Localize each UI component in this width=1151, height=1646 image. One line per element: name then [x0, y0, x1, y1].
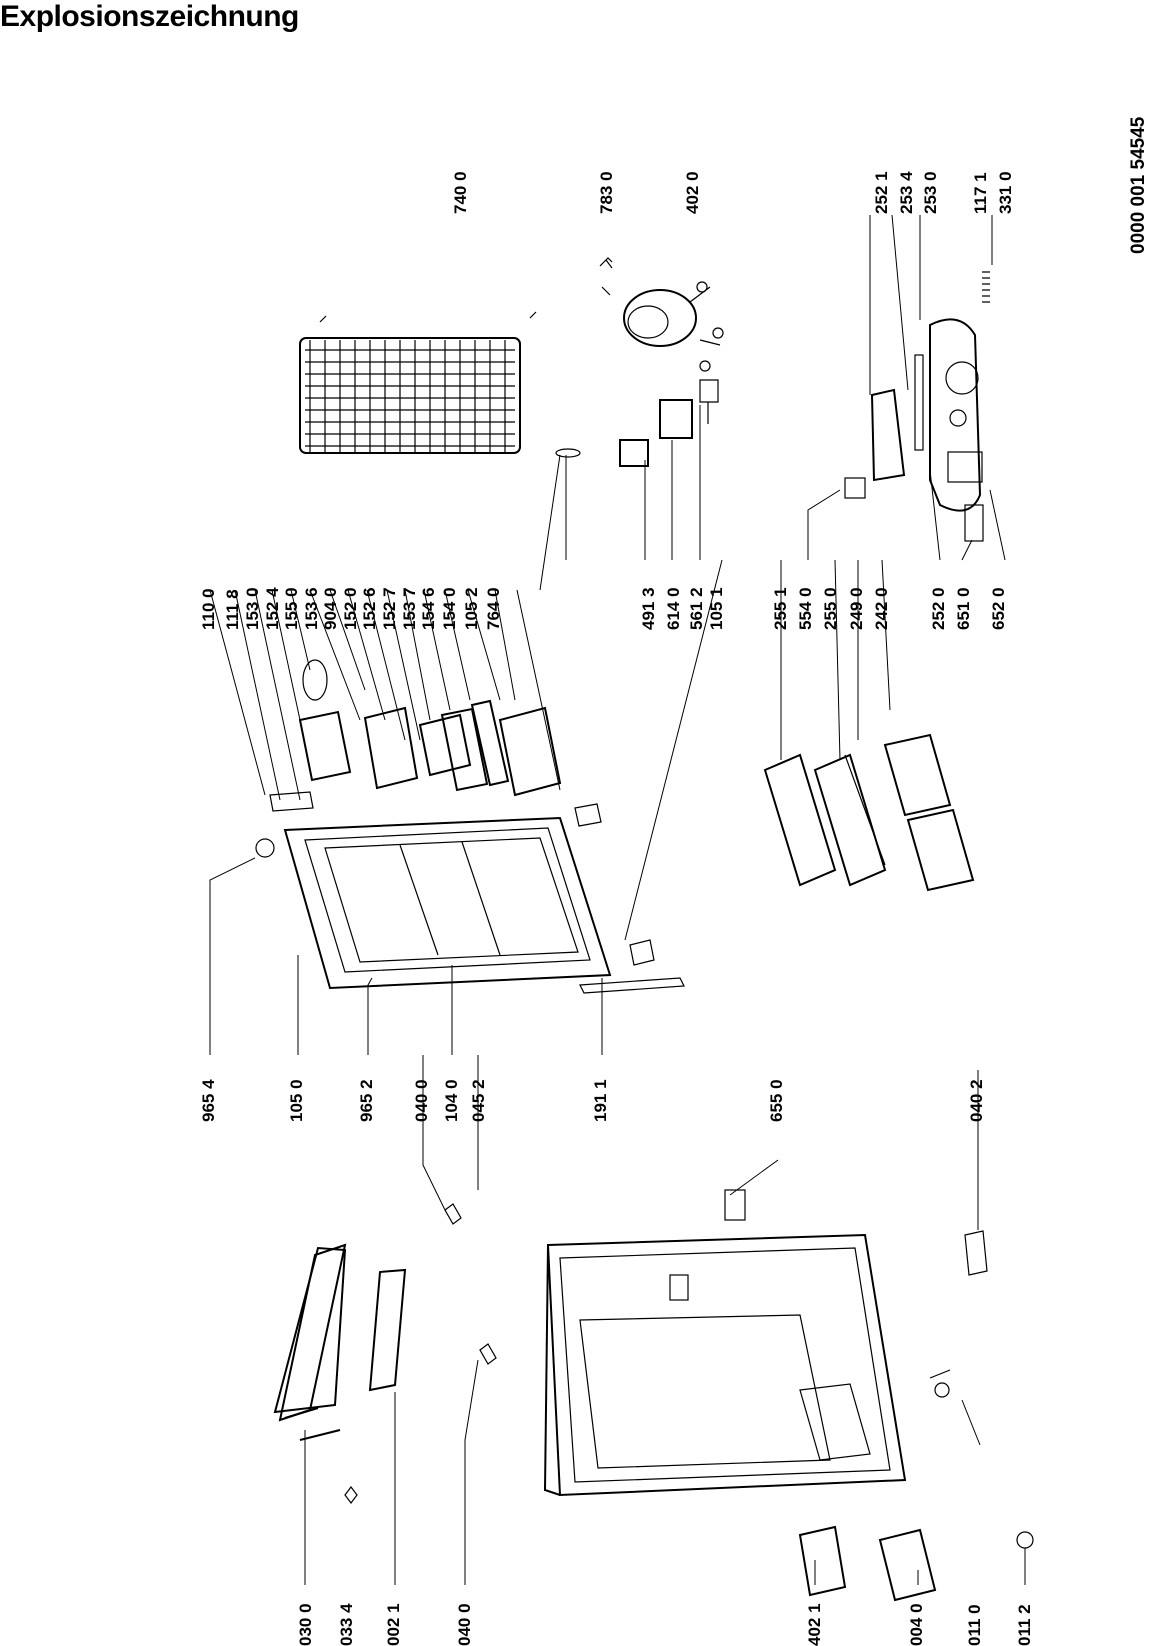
part-label-040-2: 040 2 [967, 1079, 986, 1122]
part-label-965-4: 965 4 [199, 1079, 218, 1122]
part-label-402-1: 402 1 [805, 1603, 824, 1646]
part-label-152-0: 152 0 [341, 587, 360, 630]
part-label-252-1: 252 1 [872, 171, 891, 214]
part-label-154-0: 154 0 [440, 587, 459, 630]
part-label-152-4: 152 4 [263, 587, 282, 630]
part-label-740-0: 740 0 [451, 171, 470, 214]
page-title: Explosionszeichnung [0, 0, 299, 33]
part-label-965-2: 965 2 [357, 1079, 376, 1122]
part-label-117-1: 117 1 [971, 172, 990, 214]
part-label-033-4: 033 4 [337, 1603, 356, 1646]
part-label-002-1: 002 1 [384, 1603, 403, 1646]
door-part [255, 791, 685, 994]
part-label-154-6: 154 6 [419, 587, 438, 630]
part-label-554-0: 554 0 [796, 587, 815, 630]
part-label-105-2: 105 2 [462, 587, 481, 630]
part-label-011-2: 011 2 [1015, 1604, 1034, 1646]
part-label-155-0: 155 0 [282, 587, 301, 630]
part-label-152-7: 152 7 [380, 587, 399, 630]
part-label-045-2: 045 2 [469, 1079, 488, 1122]
part-label-253-4: 253 4 [897, 171, 916, 214]
part-label-904-0: 904 0 [321, 587, 340, 630]
part-label-651-0: 651 0 [954, 587, 973, 630]
part-label-011-0: 011 0 [965, 1604, 984, 1646]
part-label-491-3: 491 3 [639, 587, 658, 630]
part-label-255-1: 255 1 [771, 587, 790, 630]
part-label-111-8: 111 8 [223, 589, 242, 630]
shelves-and-crispers [763, 733, 975, 892]
part-label-030-0: 030 0 [296, 1603, 315, 1646]
part-label-331-0: 331 0 [996, 171, 1015, 214]
part-label-249-0: 249 0 [847, 587, 866, 630]
part-label-652-0: 652 0 [989, 587, 1008, 630]
part-label-764-0: 764 0 [484, 587, 503, 630]
part-label-004-0: 004 0 [907, 1603, 926, 1646]
part-label-402-0: 402 0 [683, 171, 702, 214]
part-label-191-1: 191 1 [591, 1079, 610, 1122]
part-label-153-7: 153 7 [400, 587, 419, 630]
cabinet-body [543, 1189, 907, 1497]
leader-lines [209, 214, 1026, 1585]
part-label-040-0-upper: 040 0 [412, 1079, 431, 1122]
part-label-783-0: 783 0 [597, 171, 616, 214]
hinge-and-feet-parts [798, 1230, 1034, 1602]
part-label-242-0: 242 0 [872, 587, 891, 630]
door-shelves [298, 659, 655, 966]
part-label-104-0: 104 0 [442, 1079, 461, 1122]
part-label-153-6: 153 6 [302, 587, 321, 630]
part-label-253-0: 253 0 [921, 171, 940, 214]
part-label-614-0: 614 0 [664, 587, 683, 630]
compressor-part [599, 257, 724, 372]
freezer-door-parts [273, 1203, 497, 1504]
part-label-561-2: 561 2 [687, 587, 706, 630]
part-label-252-0: 252 0 [929, 587, 948, 630]
relay-parts [555, 379, 719, 467]
part-label-110-0: 110 0 [199, 588, 218, 630]
part-label-152-6: 152 6 [360, 587, 379, 630]
condenser-part [299, 311, 537, 454]
part-label-655-0: 655 0 [767, 1079, 786, 1122]
part-label-105-0: 105 0 [287, 1079, 306, 1122]
part-label-153-0: 153 0 [243, 587, 262, 630]
thermostat-housing-part [844, 271, 990, 542]
part-label-105-1: 105 1 [707, 587, 726, 630]
part-label-255-0: 255 0 [821, 587, 840, 630]
part-label-040-0-lower: 040 0 [455, 1603, 474, 1646]
